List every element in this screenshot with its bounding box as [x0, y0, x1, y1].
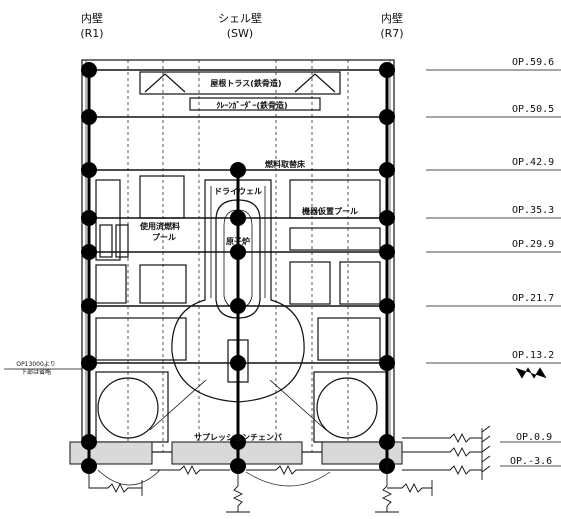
level-label: OP.42.9 [512, 157, 554, 168]
spring-symbol [150, 464, 230, 476]
right-room-5 [317, 317, 381, 361]
right-room-2 [289, 227, 381, 251]
mass-point [230, 210, 246, 226]
mass-point [81, 109, 97, 125]
roof-truss-box [139, 71, 341, 95]
left-room-3 [115, 224, 129, 258]
level-leaders [426, 69, 561, 467]
mass-point [379, 162, 395, 178]
left-room-5 [95, 264, 127, 304]
spring-symbol [387, 482, 432, 494]
crane-girder-label: ｸﾚｰﾝｶﾞｰﾀﾞｰ(鉄骨造) [216, 100, 287, 110]
reactor-label: 原子炉 [226, 236, 250, 246]
refueling-floor-label: 燃料取替床 [265, 159, 306, 169]
left-room-2 [99, 224, 113, 258]
spring-symbol [402, 464, 482, 476]
mass-point [379, 210, 395, 226]
soil-springs [88, 425, 491, 513]
mass-point [379, 298, 395, 314]
left-room-7 [95, 317, 187, 361]
left-torus [97, 377, 159, 439]
mass-point [379, 244, 395, 260]
mass-point [230, 434, 246, 450]
level-label: OP.50.5 [512, 104, 554, 115]
right-room-1 [289, 179, 381, 219]
spring-symbol [381, 466, 393, 512]
level-label: OP.0.9 [516, 432, 552, 443]
roof-truss-label: 屋根トラス(鉄骨造) [210, 78, 281, 88]
left-torus-box [95, 371, 169, 443]
side-level-label-1: OP13000より [16, 361, 55, 368]
side-level-label-2: 下部は省略 [21, 368, 51, 376]
crane-girder-box [189, 97, 321, 111]
right-torus [316, 377, 378, 439]
right-torus-box [313, 371, 387, 443]
mass-point [81, 355, 97, 371]
spring-symbol [402, 432, 482, 444]
mass-point [81, 162, 97, 178]
spring-symbol [246, 464, 380, 476]
column-header-center: シェル壁 (SW) [218, 11, 262, 40]
mass-point [81, 244, 97, 260]
level-label: OP.13.2 [512, 350, 554, 361]
stick-model [87, 70, 389, 466]
spent-fuel-pool-label-2: プール [152, 232, 176, 242]
left-wall-code: (R1) [80, 27, 103, 40]
level-label: OP.-3.6 [510, 456, 552, 467]
right-wall-label: 内壁 [381, 11, 403, 25]
center-wall-label: シェル壁 [218, 11, 262, 25]
right-room-4 [339, 261, 381, 305]
spring-symbol [402, 446, 482, 458]
drywell-walls [210, 186, 266, 298]
equipment-pool-label: 機器仮置プール [302, 206, 358, 216]
mass-point [230, 162, 246, 178]
level-label: OP.29.9 [512, 239, 554, 250]
mass-point [81, 298, 97, 314]
mass-point [379, 62, 395, 78]
spring-symbol [232, 466, 244, 512]
spent-fuel-pool-label-1: 使用済燃料 [139, 221, 180, 231]
mass-point [230, 298, 246, 314]
level-label: OP.35.3 [512, 205, 554, 216]
mass-point [230, 355, 246, 371]
mass-point [379, 434, 395, 450]
level-label: OP.21.7 [512, 293, 554, 304]
truss-right [294, 73, 336, 93]
left-room-4 [139, 175, 185, 219]
level-label: OP.59.6 [512, 57, 554, 68]
suppression-chamber-label: サプレッションチェンバ [194, 432, 282, 442]
column-header-right: 内壁 (R7) [380, 11, 403, 40]
reactor-vessel [215, 199, 261, 319]
left-wall-label: 内壁 [81, 11, 103, 25]
mass-point [81, 434, 97, 450]
mass-point [379, 355, 395, 371]
right-room-3 [289, 261, 331, 305]
mass-point [81, 210, 97, 226]
level-labels: OP.59.6 OP.50.5 OP.42.9 OP.35.3 OP.29.9 … [510, 57, 554, 467]
column-header-left: 内壁 (R1) [80, 11, 103, 40]
ground-hatch [515, 367, 547, 379]
mass-point [81, 62, 97, 78]
mass-point [379, 109, 395, 125]
truss-left [144, 73, 186, 93]
spring-symbol [88, 466, 142, 494]
center-wall-code: (SW) [227, 27, 253, 40]
right-wall-code: (R7) [380, 27, 403, 40]
mass-point [230, 244, 246, 260]
left-room-6 [139, 264, 187, 304]
drywell-label: ドライウェル [214, 187, 262, 196]
